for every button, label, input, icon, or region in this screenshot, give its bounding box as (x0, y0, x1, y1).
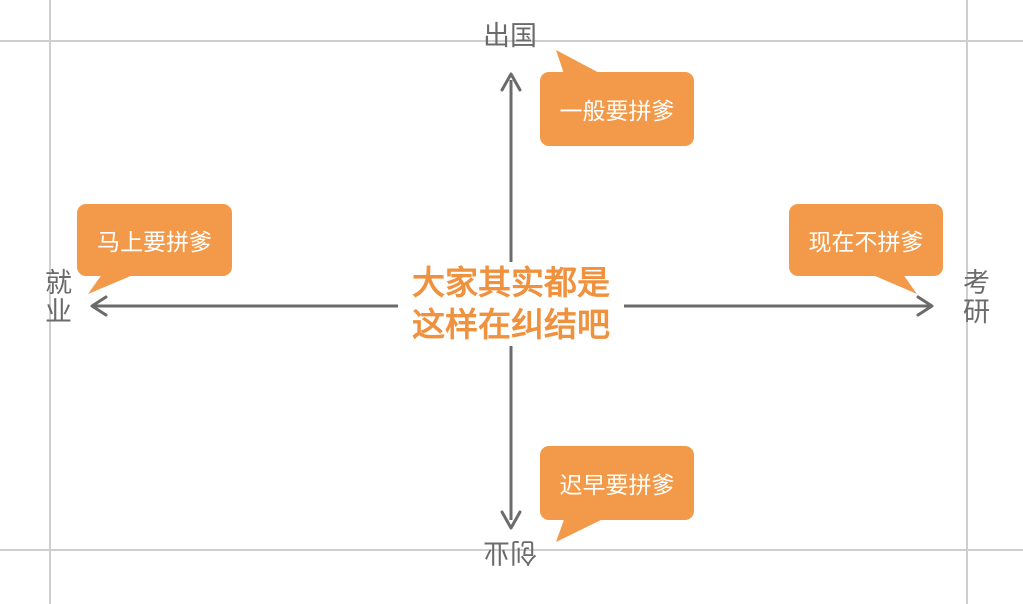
axis-label-right: 考研 (958, 268, 989, 326)
arrowhead-right (916, 295, 934, 317)
guide-line-left (49, 0, 51, 604)
bubble-tail-bottom (556, 514, 605, 542)
center-caption-line-2: 这样在纠结吧 (412, 305, 610, 344)
guide-line-right (966, 0, 968, 604)
center-caption-line-1: 大家其实都是 (412, 263, 610, 302)
bubble-tail-right (866, 270, 917, 294)
bubble-top: 一般要拼爹 (540, 72, 694, 146)
axis-label-bottom: 创业 (483, 536, 537, 567)
bubble-left: 马上要拼爹 (77, 204, 232, 276)
guide-line-bottom (0, 549, 1023, 551)
axis-label-left: 就业 (40, 268, 71, 326)
center-caption: 大家其实都是 这样在纠结吧 (398, 262, 624, 346)
bubble-bottom: 迟早要拼爹 (540, 446, 694, 520)
guide-line-top (0, 40, 1023, 42)
arrowhead-up (500, 72, 522, 92)
arrowhead-left (90, 295, 108, 317)
bubble-right: 现在不拼爹 (789, 204, 943, 276)
axis-label-top: 出国 (483, 21, 537, 52)
bubble-tail-left (88, 270, 140, 294)
arrowhead-down (500, 510, 522, 530)
